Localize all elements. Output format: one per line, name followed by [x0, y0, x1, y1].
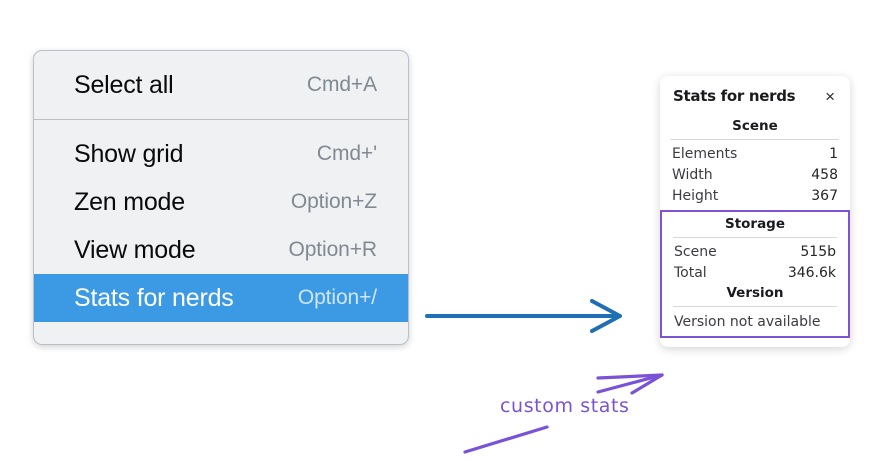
menu-item-zen-mode[interactable]: Zen mode Option+Z: [34, 178, 408, 226]
stats-section-scene: Scene Elements 1 Width 458 Height 367: [660, 116, 850, 206]
menu-item-shortcut: Option+R: [288, 238, 377, 261]
stats-for-nerds-panel[interactable]: Stats for nerds × Scene Elements 1 Width…: [660, 76, 850, 347]
row-label: Scene: [674, 243, 717, 260]
stats-row-width: Width 458: [660, 164, 850, 185]
menu-item-shortcut: Cmd+A: [306, 73, 377, 96]
stats-panel-header: Stats for nerds ×: [660, 87, 850, 105]
stats-row-storage-scene: Scene 515b: [662, 241, 848, 262]
menu-item-shortcut: Option+Z: [290, 190, 377, 213]
section-rule: [673, 237, 837, 238]
menu-group-2: Show grid Cmd+' Zen mode Option+Z View m…: [34, 120, 408, 344]
close-icon[interactable]: ×: [825, 86, 835, 106]
section-title-storage: Storage: [724, 216, 786, 232]
section-rule: [671, 139, 839, 140]
menu-separator: [34, 119, 408, 120]
row-label: Height: [672, 187, 719, 204]
menu-group-1: Select all Cmd+A: [34, 51, 408, 119]
menu-item-label: Select all: [74, 70, 174, 99]
menu-item-stats-for-nerds[interactable]: Stats for nerds Option+/: [34, 274, 408, 322]
menu-item-select-all[interactable]: Select all Cmd+A: [34, 61, 408, 109]
stats-row-storage-total: Total 346.6k: [662, 262, 848, 283]
stats-section-storage: Storage Scene 515b Total 346.6k: [662, 214, 848, 283]
menu-item-shortcut: Option+/: [297, 286, 377, 309]
purple-annotation-arrow: [596, 373, 664, 395]
blue-pointer-arrow: [425, 299, 622, 333]
row-label: Elements: [672, 145, 738, 162]
stats-row-elements: Elements 1: [660, 143, 850, 164]
row-value: 1: [829, 145, 838, 162]
custom-stats-annotation-label: custom stats: [500, 395, 630, 417]
menu-item-label: View mode: [74, 235, 196, 264]
stats-panel-title: Stats for nerds: [673, 87, 796, 105]
menu-item-show-grid[interactable]: Show grid Cmd+': [34, 130, 408, 178]
row-value: 458: [811, 166, 838, 183]
purple-annotation-stroke: [463, 425, 549, 454]
section-title-version: Version: [726, 285, 784, 301]
stats-section-version: Version Version not available: [662, 283, 848, 332]
section-title-scene: Scene: [732, 118, 778, 134]
menu-item-label: Stats for nerds: [74, 283, 234, 312]
menu-bottom-padding: [34, 322, 408, 344]
row-value: 367: [811, 187, 838, 204]
menu-item-label: Zen mode: [74, 187, 185, 216]
version-note: Version not available: [674, 314, 821, 330]
menu-item-shortcut: Cmd+': [316, 142, 377, 165]
row-label: Width: [672, 166, 713, 183]
row-label: Total: [674, 264, 707, 281]
row-value: 346.6k: [787, 264, 836, 281]
custom-stats-highlight-box: Storage Scene 515b Total 346.6k Version …: [660, 210, 850, 338]
stats-row-height: Height 367: [660, 185, 850, 206]
row-value: 515b: [800, 243, 836, 260]
menu-item-view-mode[interactable]: View mode Option+R: [34, 226, 408, 274]
context-menu[interactable]: Select all Cmd+A Show grid Cmd+' Zen mod…: [33, 50, 409, 345]
menu-item-label: Show grid: [74, 139, 184, 168]
section-rule: [673, 306, 837, 307]
